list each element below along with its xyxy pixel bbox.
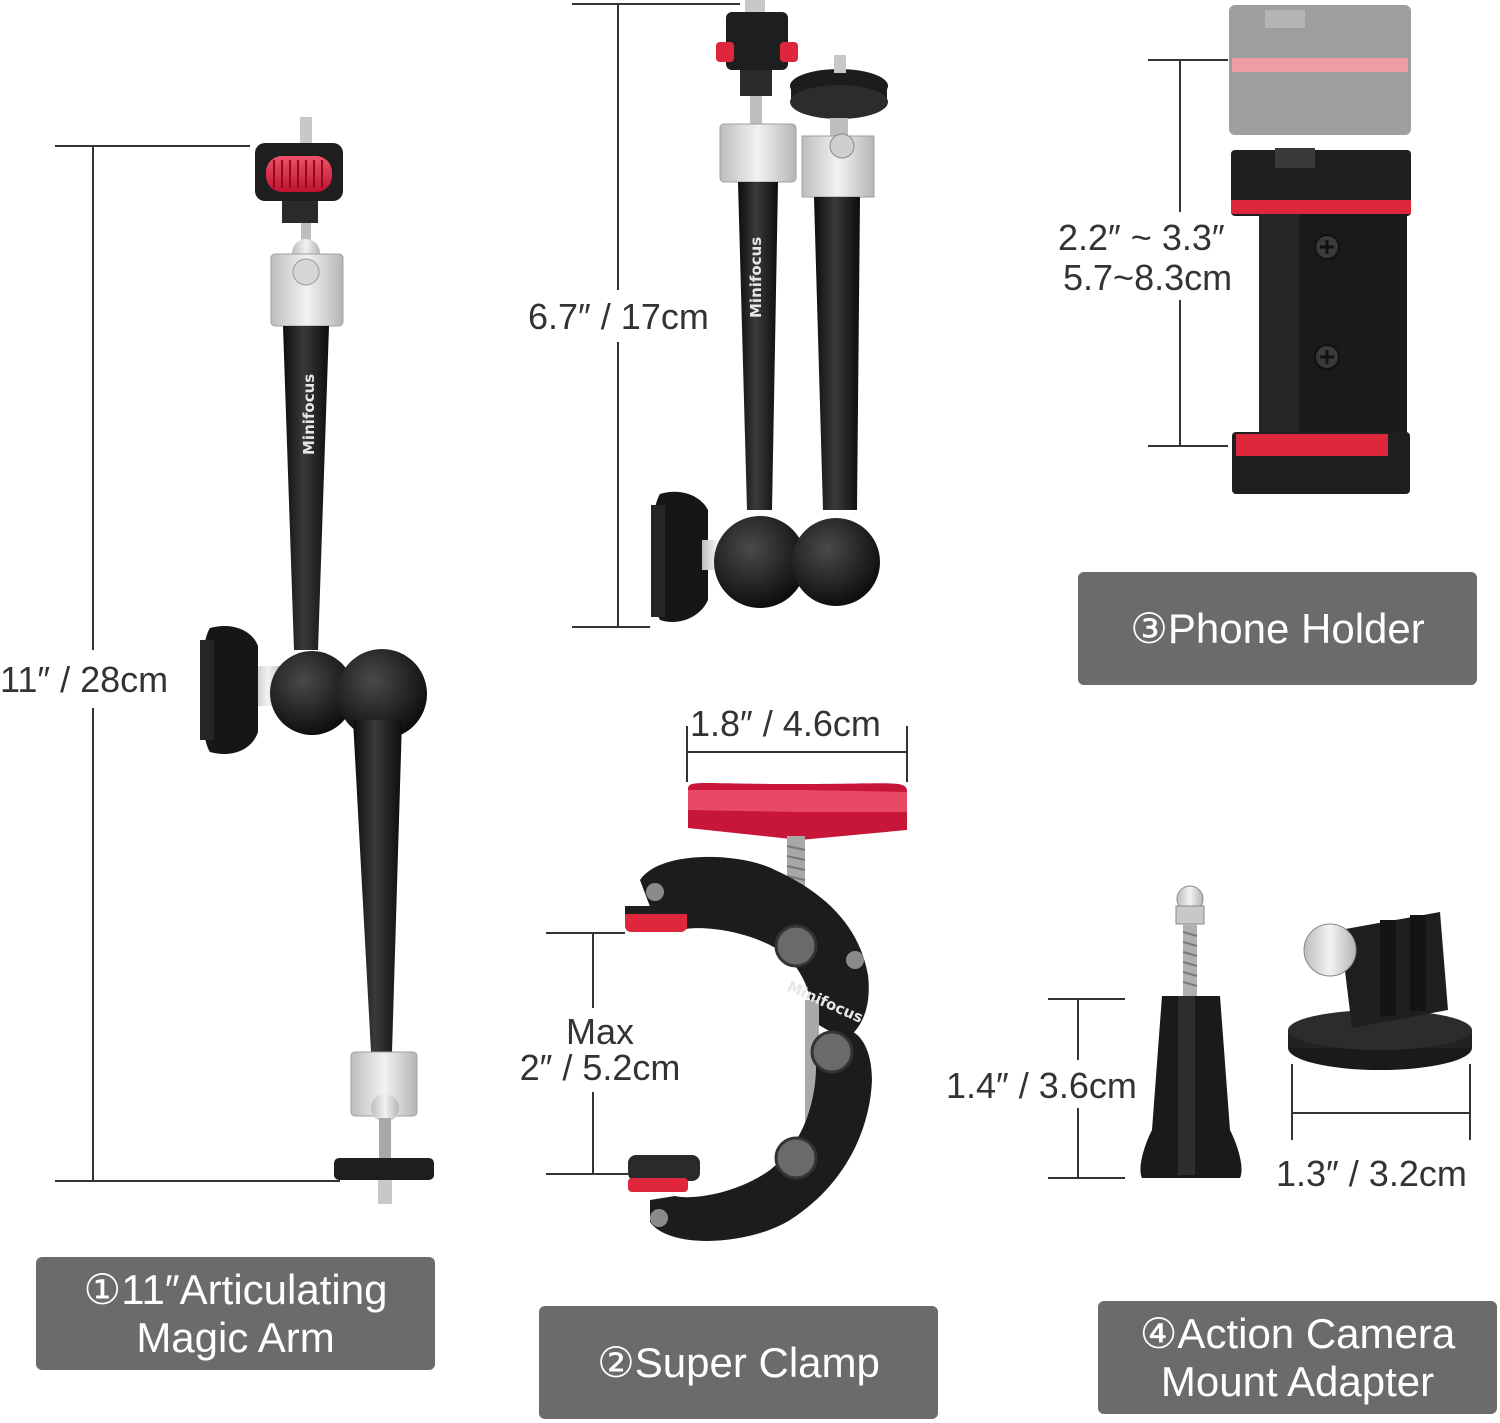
- clamp-max-opening-label: 2″ / 5.2cm: [519, 1047, 681, 1088]
- clamp-name-line-1: ②Super Clamp: [597, 1338, 880, 1386]
- dimension-lines: [55, 3, 1471, 1182]
- magic-arm-6-7in: Minifocus: [651, 0, 888, 622]
- action-name-line-2: Mount Adapter: [1160, 1357, 1435, 1405]
- articulating-arm-11in: Minifocus: [200, 117, 434, 1204]
- clamp-name-label: ②Super Clamp: [539, 1306, 938, 1419]
- phone-holder-name-label: ③Phone Holder: [1078, 572, 1477, 685]
- arm-brand-text: Minifocus: [300, 374, 318, 455]
- phone-holder: [1229, 5, 1411, 494]
- action-camera-screw: [1140, 885, 1242, 1178]
- phone-name-line-1: ③Phone Holder: [1130, 604, 1425, 652]
- arm-length-label: 11″ / 28cm: [0, 659, 169, 700]
- mount-width-label: 1.3″ / 3.2cm: [1276, 1153, 1467, 1194]
- arm-name-line-2: Magic Arm: [136, 1313, 335, 1361]
- action-mount-name-label: ④Action Camera Mount Adapter: [1098, 1301, 1497, 1414]
- arm-name-line-1: ①11″Articulating: [83, 1265, 388, 1313]
- action-name-line-1: ④Action Camera: [1139, 1309, 1456, 1357]
- clamp-max-word: Max: [565, 1011, 634, 1052]
- short-arm-length-label: 6.7″ / 17cm: [528, 296, 709, 337]
- short-arm-brand-text: Minifocus: [747, 237, 765, 318]
- phone-range-inches: 2.2″ ~ 3.3″: [1058, 217, 1225, 258]
- clamp-top-width-label: 1.8″ / 4.6cm: [690, 703, 881, 744]
- action-camera-mount: [1288, 912, 1472, 1070]
- phone-range-cm: 5.7~8.3cm: [1063, 257, 1233, 298]
- super-clamp: Minifocus: [625, 783, 907, 1241]
- screw-length-label: 1.4″ / 3.6cm: [946, 1065, 1137, 1106]
- arm-name-label: ①11″Articulating Magic Arm: [36, 1257, 435, 1370]
